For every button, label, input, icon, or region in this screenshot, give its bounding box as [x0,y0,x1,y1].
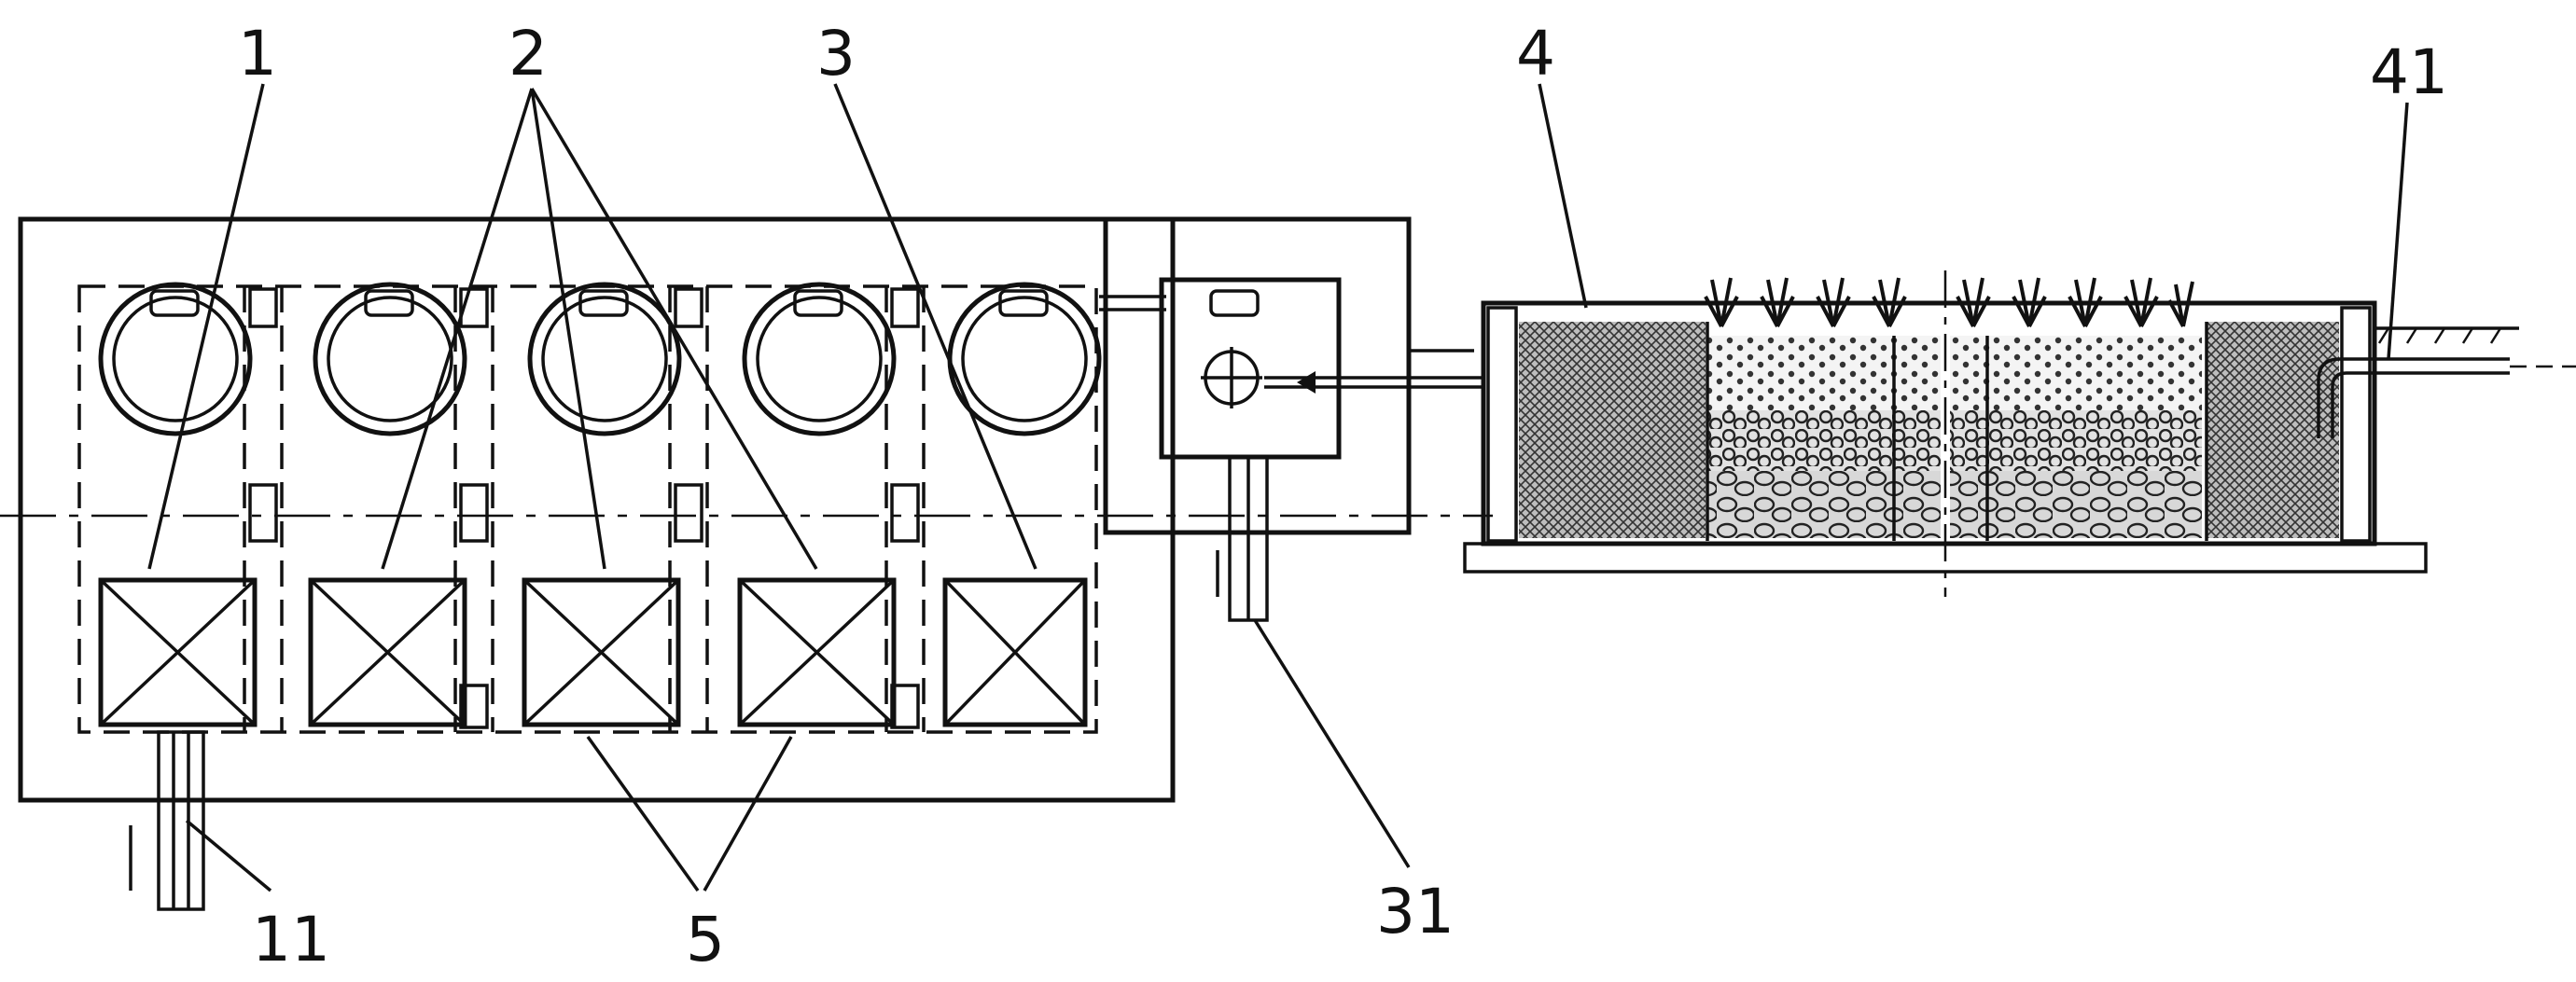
circular-tank-2-icon [313,282,467,436]
circular-tanks [98,282,1102,436]
distribution-box [1159,277,1342,460]
label-2: 2 [508,18,548,90]
flow-cross-icon [1201,347,1262,408]
square-box-2-icon [308,577,467,727]
bed-layer-gravel-right [1950,410,2202,471]
label-5: 5 [686,904,725,975]
bed-layer-stones-left [1707,471,1941,538]
square-box-4-icon [737,577,897,727]
label-31: 31 [1376,876,1455,947]
inlet-pipe-11 [129,730,205,911]
square-box-1-icon [98,577,258,727]
label-4: 4 [1516,18,1555,90]
bed-layer-sand-left [1707,336,1941,410]
bed-layer-stones-right [1950,471,2202,538]
distribution-housing-frame [1103,216,1412,535]
distribution-chamber [1159,277,1483,622]
connector-boxes [248,287,920,729]
label-3: 3 [816,18,856,90]
inner-outline [77,284,1098,734]
bed-outer-wall [1481,300,2377,546]
transfer-pipe [1099,295,1166,311]
plants-icon [1704,277,2194,327]
circular-tank-3-icon [527,282,682,436]
circular-tank-4-icon [742,282,897,436]
outlet-pipe-31 [1216,455,1269,622]
treatment-bed [1463,270,2576,597]
labels: 1 2 3 4 41 11 5 31 [238,18,2448,975]
bed-filler-left [1519,322,1706,538]
compartment-partitions [243,286,926,732]
bed-right-wall [2340,306,2372,543]
label-1: 1 [238,18,277,90]
outlet-pipe-41 [2317,357,2576,438]
label-41: 41 [2370,36,2448,108]
bed-layer-sand-right [1950,336,2202,410]
circular-tank-1-icon [98,282,253,436]
ground-surface [2374,326,2519,344]
square-box-5-icon [942,577,1088,727]
bed-left-wall [1486,306,1518,543]
square-boxes [98,577,1088,727]
label-11: 11 [252,904,330,975]
leader-lines [147,83,2409,892]
bed-feed-pipe [1264,349,1483,394]
tank-block-frame [18,216,1176,803]
tank-block [0,216,1493,911]
bed-layer-gravel-left [1707,410,1941,471]
square-box-3-icon [522,577,681,727]
distribution-box-lid-icon [1209,289,1260,317]
flow-arrow-icon [1297,371,1316,394]
